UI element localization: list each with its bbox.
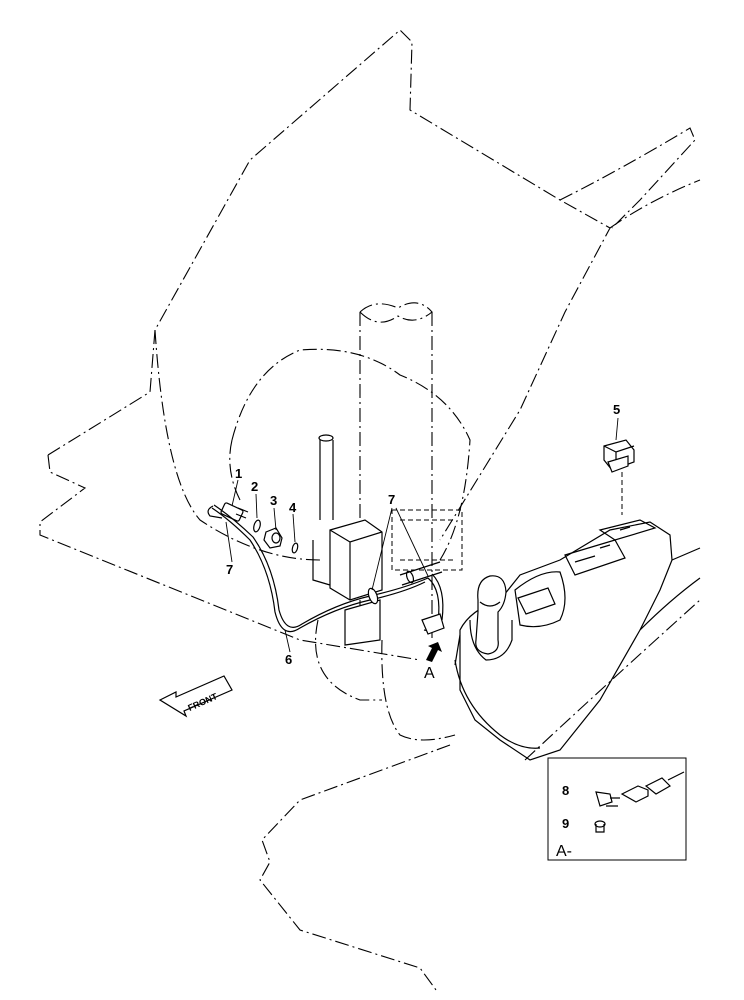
o-ring-part-small [291,542,299,554]
pressure-switch-part [207,502,249,522]
front-label: FRONT [186,691,219,713]
switch-part [603,439,635,515]
callout-7-left: 7 [226,562,233,577]
view-arrow [426,642,442,662]
callout-3: 3 [270,493,277,508]
detail-inset [547,757,687,861]
control-console [454,519,701,761]
view-marker-label: A [424,665,435,682]
callout-6: 6 [285,652,292,667]
detail-view-label: A- [556,843,572,860]
callout-7-right: 7 [388,492,395,507]
callout-5: 5 [613,402,620,417]
column-assembly [229,302,471,741]
sensor-parts [207,502,299,554]
callout-8: 8 [562,783,569,798]
callout-2: 2 [251,479,258,494]
wire-harness [211,504,445,635]
callout-4: 4 [289,500,297,515]
front-arrow-icon [158,675,233,718]
machine-outline [39,29,701,991]
callout-9: 9 [562,816,569,831]
o-ring-part [253,519,261,533]
adapter-part [263,527,283,549]
callout-1: 1 [235,466,242,481]
